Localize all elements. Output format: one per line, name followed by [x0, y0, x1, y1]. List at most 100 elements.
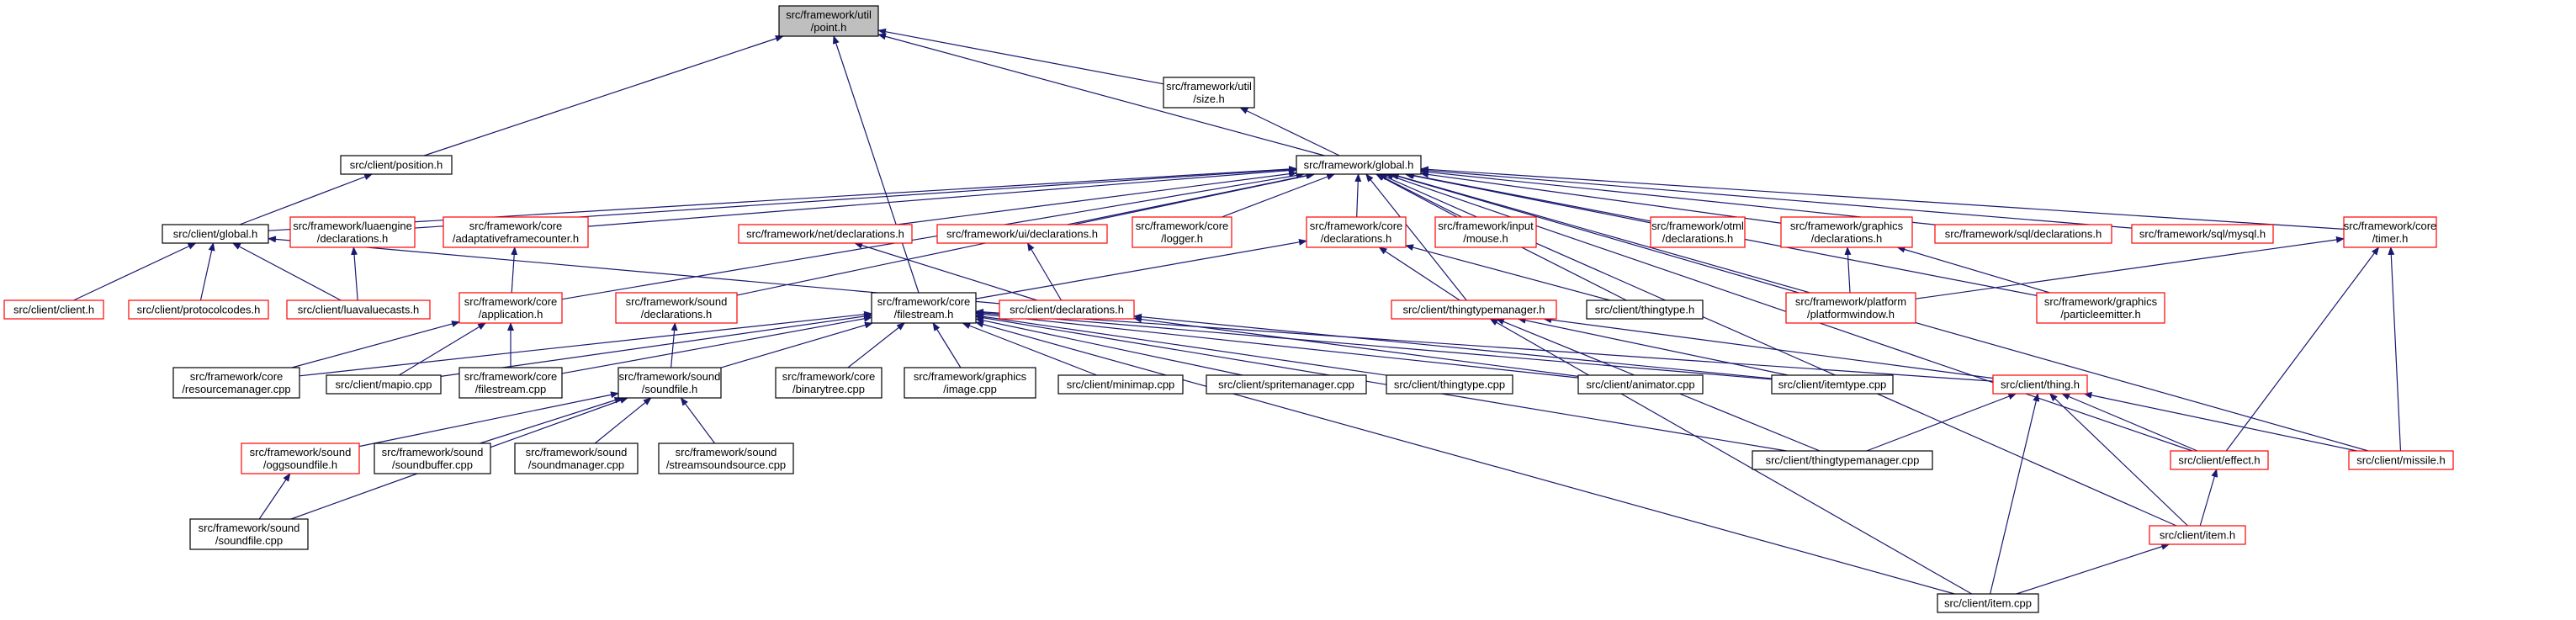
node-box: [189, 518, 309, 550]
node-label: /application.h: [479, 308, 543, 321]
edge-platformwindow_h-to-timer_h: [1915, 236, 2345, 299]
node-net-decl[interactable]: src/framework/net/declarations.h: [738, 224, 913, 244]
node-size-h[interactable]: src/framework/util/size.h: [1163, 77, 1255, 109]
edge-client_global_h-to-position_h: [239, 173, 374, 225]
edge-platformwindow_h-to-global_h: [1389, 172, 1799, 294]
node-box: [1785, 292, 1916, 324]
node-label: src/framework/sound: [199, 522, 300, 534]
node-box: [162, 224, 269, 244]
node-thingtype-h[interactable]: src/client/thingtype.h: [1586, 299, 1704, 320]
node-resourcemanager-cpp[interactable]: src/framework/core/resourcemanager.cpp: [172, 367, 300, 399]
node-box: [1992, 374, 2088, 395]
node-client-h[interactable]: src/client/client.h: [3, 299, 104, 320]
edge-streamsoundsource_cpp-to-soundfile_h: [680, 397, 716, 444]
edge-itemtype_cpp-to-filestream_h: [975, 309, 1773, 380]
node-filestream-cpp[interactable]: src/framework/core/filestream.cpp: [458, 367, 563, 399]
node-filestream-h[interactable]: src/framework/core/filestream.h: [871, 292, 977, 324]
node-label: src/client/thingtypemanager.h: [1402, 304, 1545, 316]
node-luavaluecasts-h[interactable]: src/client/luavaluecasts.h: [286, 299, 431, 320]
node-thingtype-cpp[interactable]: src/client/thingtype.cpp: [1386, 374, 1513, 395]
node-graphics-decl[interactable]: src/framework/graphics/declarations.h: [1780, 216, 1913, 248]
node-box: [1752, 450, 1933, 470]
node-box: [458, 292, 563, 324]
node-item-h[interactable]: src/client/item.h: [2149, 525, 2246, 545]
node-image-cpp[interactable]: src/framework/graphics/image.cpp: [904, 367, 1036, 399]
node-effect-h[interactable]: src/client/effect.h: [2170, 450, 2269, 470]
node-streamsoundsource-cpp[interactable]: src/framework/sound/streamsoundsource.cp…: [658, 442, 794, 474]
edge-soundmanager_cpp-to-soundfile_h: [594, 397, 652, 444]
node-client-decl[interactable]: src/client/declarations.h: [999, 299, 1135, 320]
node-platformwindow-h[interactable]: src/framework/platform/platformwindow.h: [1785, 292, 1916, 324]
node-application-h[interactable]: src/framework/core/application.h: [458, 292, 563, 324]
node-sound-decl[interactable]: src/framework/sound/declarations.h: [615, 292, 738, 324]
node-client-global-h[interactable]: src/client/global.h: [162, 224, 269, 244]
edge-thingtypemanager_h-to-core_decl: [1378, 246, 1460, 301]
node-box: [443, 216, 589, 248]
node-label: src/client/effect.h: [2178, 454, 2260, 467]
node-otml-decl[interactable]: src/framework/otml/declarations.h: [1650, 216, 1746, 248]
node-timer-h[interactable]: src/framework/core/timer.h: [2343, 216, 2437, 248]
node-box: [286, 299, 431, 320]
edge-thingtypemanager_h-to-global_h: [1365, 173, 1467, 301]
node-global-h[interactable]: src/framework/global.h: [1296, 155, 1422, 175]
node-mysql-h[interactable]: src/framework/sql/mysql.h: [2131, 224, 2274, 244]
node-box: [1780, 216, 1913, 248]
node-spritemanager-cpp[interactable]: src/client/spritemanager.cpp: [1206, 374, 1367, 395]
edge-sql_decl-to-global_h: [1420, 168, 1936, 225]
node-box: [1434, 216, 1537, 248]
node-missile-h[interactable]: src/client/missile.h: [2348, 450, 2454, 470]
node-position-h[interactable]: src/client/position.h: [340, 155, 453, 175]
node-label: src/framework/core: [2344, 220, 2437, 232]
node-mouse-h[interactable]: src/framework/input/mouse.h: [1434, 216, 1537, 248]
node-box: [1132, 216, 1232, 248]
edge-soundfile_h-to-filestream_h: [720, 321, 873, 368]
node-box: [2170, 450, 2269, 470]
node-label: src/framework/core: [464, 370, 558, 383]
node-mapio-cpp[interactable]: src/client/mapio.cpp: [326, 374, 442, 395]
node-itemtype-cpp[interactable]: src/client/itemtype.cpp: [1771, 374, 1894, 395]
edge-particleemitter_h-to-graphics_decl: [1896, 246, 2050, 294]
node-soundbuffer-cpp[interactable]: src/framework/sound/soundbuffer.cpp: [374, 442, 491, 474]
node-point-h[interactable]: src/framework/util/point.h: [778, 5, 879, 37]
node-box: [514, 442, 639, 474]
node-item-cpp[interactable]: src/client/item.cpp: [1937, 593, 2039, 613]
node-box: [172, 367, 300, 399]
node-protocolcodes-h[interactable]: src/client/protocolcodes.h: [128, 299, 269, 320]
node-oggsoundfile-h[interactable]: src/framework/sound/oggsoundfile.h: [241, 442, 360, 474]
edge-client_decl-to-ui_decl: [1026, 242, 1063, 301]
node-label: /filestream.cpp: [475, 383, 547, 395]
node-label: src/framework/core: [782, 370, 876, 383]
node-label: src/framework/sql/mysql.h: [2139, 228, 2266, 241]
edge-resourcemanager_cpp-to-filestream_h: [299, 310, 872, 377]
node-label: src/framework/sound: [526, 446, 628, 458]
node-thingtypemanager-cpp[interactable]: src/client/thingtypemanager.cpp: [1752, 450, 1933, 470]
node-logger-h[interactable]: src/framework/core/logger.h: [1132, 216, 1232, 248]
node-binarytree-cpp[interactable]: src/framework/core/binarytree.cpp: [775, 367, 883, 399]
node-animator-cpp[interactable]: src/client/animator.cpp: [1577, 374, 1704, 395]
edge-binarytree_cpp-to-filestream_h: [847, 322, 905, 368]
node-box: [1206, 374, 1367, 395]
node-adaptiveframecounter[interactable]: src/framework/core/adaptativeframecounte…: [443, 216, 589, 248]
node-label: src/framework/graphics: [1790, 220, 1904, 232]
node-label: src/framework/platform: [1795, 295, 1906, 308]
node-box: [128, 299, 269, 320]
edge-item_cpp-to-thingtypemanager_h: [1489, 318, 1973, 595]
node-thingtypemanager-h[interactable]: src/client/thingtypemanager.h: [1391, 299, 1557, 320]
node-core-decl[interactable]: src/framework/core/declarations.h: [1306, 216, 1407, 248]
node-label: src/client/luavaluecasts.h: [298, 304, 420, 316]
edge-animator_cpp-to-filestream_h: [975, 310, 1579, 379]
node-thing-h[interactable]: src/client/thing.h: [1992, 374, 2088, 395]
node-label: src/framework/global.h: [1304, 159, 1414, 172]
node-ui-decl[interactable]: src/framework/ui/declarations.h: [936, 224, 1108, 244]
node-sql-decl[interactable]: src/framework/sql/declarations.h: [1934, 224, 2112, 244]
node-label: /declarations.h: [1321, 232, 1392, 245]
node-minimap-cpp[interactable]: src/client/minimap.cpp: [1057, 374, 1184, 395]
node-soundfile-h[interactable]: src/framework/sound/soundfile.h: [617, 367, 722, 399]
node-soundmanager-cpp[interactable]: src/framework/sound/soundmanager.cpp: [514, 442, 639, 474]
node-particleemitter-h[interactable]: src/framework/graphics/particleemitter.h: [2036, 292, 2165, 324]
edge-client_h-to-client_global_h: [73, 242, 197, 301]
node-label: src/framework/sound: [250, 446, 352, 458]
node-luaengine-decl[interactable]: src/framework/luaengine/declarations.h: [289, 216, 416, 248]
node-soundfile-cpp[interactable]: src/framework/sound/soundfile.cpp: [189, 518, 309, 550]
edge-mapio_cpp-to-application_h: [398, 322, 486, 376]
